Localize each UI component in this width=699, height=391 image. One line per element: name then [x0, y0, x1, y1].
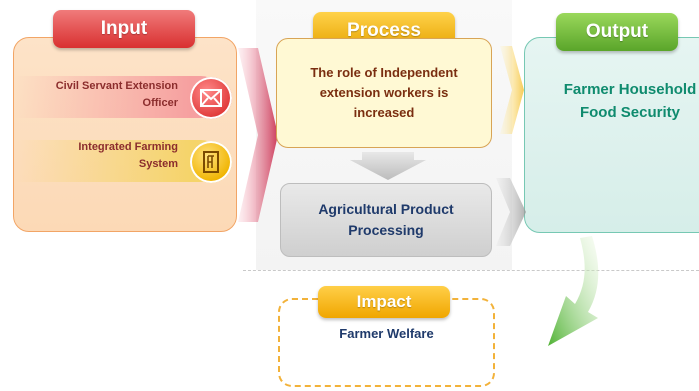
input-item-label-line1: Integrated Farming: [78, 141, 178, 153]
output-header: Output: [556, 13, 678, 51]
input-panel: [13, 37, 237, 232]
arrow-process-to-output: [500, 46, 524, 134]
envelope-icon: [190, 77, 232, 119]
input-item-bar: [14, 140, 222, 182]
arrow-output-to-impact: [548, 236, 599, 346]
output-panel: [524, 37, 699, 233]
input-item-label-line1: Civil Servant Extension: [55, 80, 178, 92]
input-header: Input: [53, 10, 195, 48]
process-step-extension-workers: The role of Independent extension worker…: [276, 38, 492, 148]
output-line2: Food Security: [579, 104, 680, 121]
process-step2-line1: Agricultural Product: [318, 201, 454, 217]
impact-farmer-welfare: Farmer Welfare: [339, 326, 434, 341]
process-step1-line2: extension workers is: [319, 85, 449, 100]
output-line1: Farmer Household: [563, 81, 697, 98]
process-step1-line3: increased: [353, 105, 415, 120]
process-step2-line2: Processing: [348, 222, 424, 238]
arrow-input-to-process: [238, 48, 278, 222]
impact-divider: [243, 270, 699, 271]
input-item-label-line2: System: [138, 158, 178, 170]
process-step-product-processing: Agricultural Product Processing: [280, 183, 492, 257]
input-item-bar: [14, 76, 222, 118]
arrow-process-down: [350, 152, 426, 180]
input-item-civil-servant: Civil Servant Extension Officer: [28, 78, 178, 112]
output-food-security: Farmer Household Food Security: [540, 78, 699, 124]
process-step1-line1: The role of Independent: [310, 65, 458, 80]
document-icon: [190, 141, 232, 183]
input-item-label-line2: Officer: [142, 97, 178, 109]
input-item-integrated-farming: Integrated Farming System: [28, 139, 178, 173]
arrow-processing-to-output: [496, 178, 526, 246]
impact-header: Impact: [318, 286, 450, 318]
